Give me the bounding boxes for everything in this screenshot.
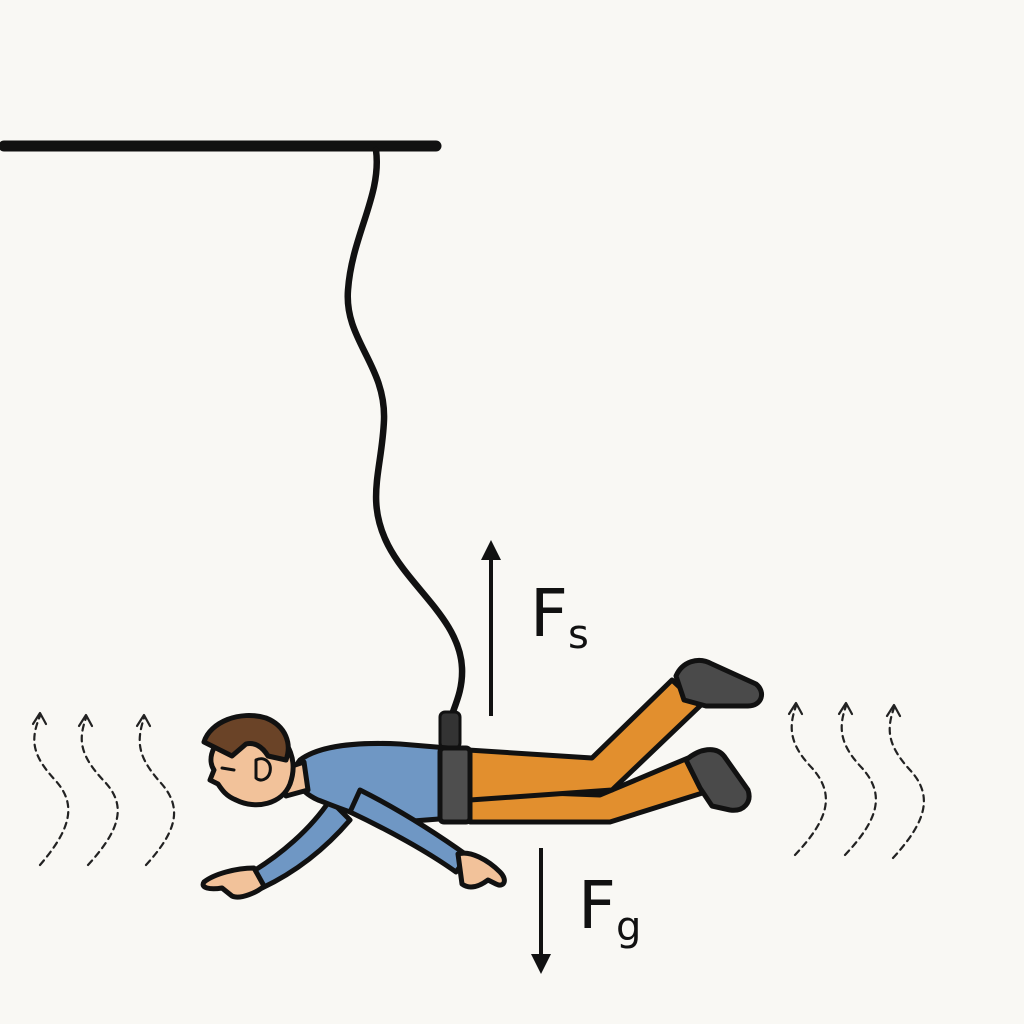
spring-force-arrow xyxy=(481,540,501,716)
gravity-force-arrow xyxy=(531,848,551,974)
wind-lines-left xyxy=(31,711,176,867)
shoe-front xyxy=(673,658,765,709)
cord-clip xyxy=(438,710,462,750)
belt xyxy=(437,745,473,825)
hand-back xyxy=(200,865,267,900)
ear xyxy=(254,757,272,782)
arm-back xyxy=(249,797,353,891)
arm-front xyxy=(347,787,471,875)
spring-force-subscript: s xyxy=(568,612,589,658)
bungee-jumper xyxy=(200,658,765,900)
eye xyxy=(220,766,236,772)
gravity-force-subscript: g xyxy=(616,904,641,950)
shoe-back xyxy=(683,747,752,813)
wind-lines-right xyxy=(787,701,925,860)
gravity-force-symbol: F xyxy=(578,867,616,944)
spring-force-label: Fs xyxy=(530,575,589,658)
bungee-cord xyxy=(344,146,466,724)
hand-front xyxy=(455,850,507,890)
gravity-force-label: Fg xyxy=(578,867,641,950)
hair xyxy=(201,713,291,763)
spring-force-symbol: F xyxy=(530,575,568,652)
